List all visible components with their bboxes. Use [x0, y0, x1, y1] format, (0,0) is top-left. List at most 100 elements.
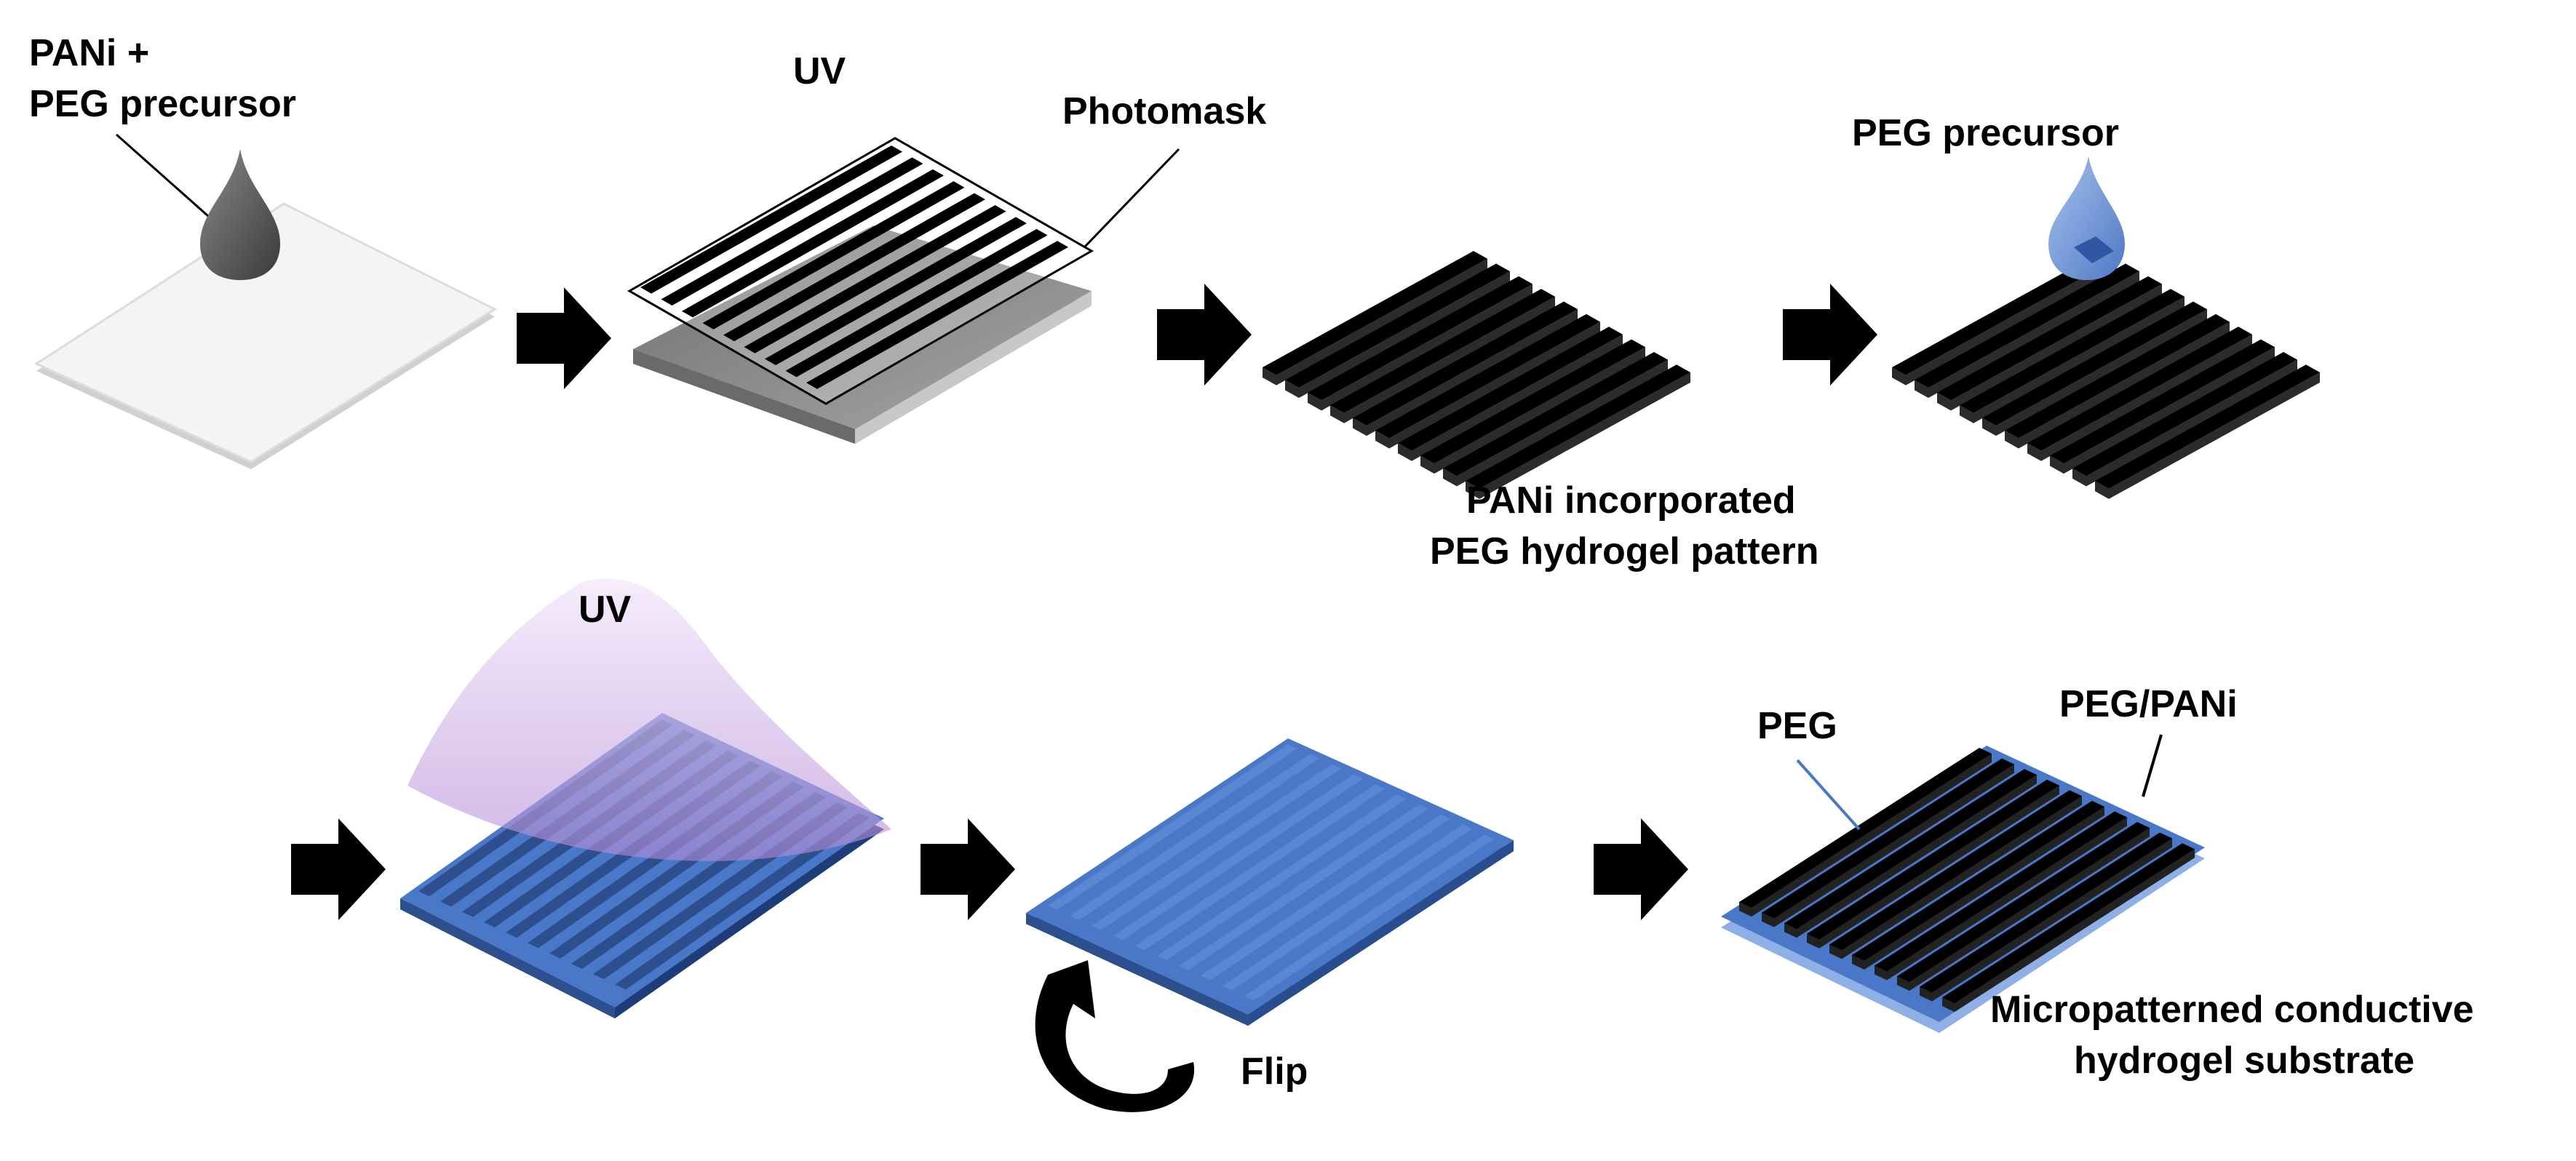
uv-cone: [408, 578, 891, 861]
arrow-right-icon: [517, 287, 611, 389]
hydrogel-bar: [2095, 364, 2320, 489]
hydrogel-bar-side: [1308, 392, 1321, 411]
hydrogel-bar-front: [2041, 334, 2252, 461]
peg-pani-bar-front: [1955, 849, 2195, 1013]
flipped-stripe: [1157, 794, 1407, 960]
hydrogel-bar: [2027, 327, 2252, 451]
hidden-stripes: [1048, 744, 1494, 1001]
undefined: [661, 157, 923, 306]
peg-pani-bar: [1875, 811, 2127, 972]
hydrogel-bar-front: [1389, 322, 1600, 449]
peg-pani-bar-side: [1784, 923, 1797, 938]
flipped-stripe: [1179, 804, 1428, 970]
hydrogel-bar-front: [2064, 347, 2275, 474]
hydrogel-bar-side: [1915, 380, 1928, 398]
hydrogel-bar: [1443, 351, 1668, 476]
hydrogel-bar-side: [2072, 468, 2086, 487]
hydrogel-bar-front: [1457, 359, 1668, 487]
peg-pani-bar: [1852, 800, 2104, 961]
hydrogel-bar: [1375, 314, 1600, 439]
hydrogel-bar-side: [1466, 481, 1479, 499]
hydrogel-bar: [1353, 301, 1578, 426]
undefined: [765, 217, 1027, 365]
undefined: [785, 228, 1048, 378]
hydrogel-bar-front: [1344, 296, 1555, 423]
hydrogel-bar-front: [1434, 347, 1645, 474]
hydrogel-bar-front: [1951, 284, 2162, 411]
undefined: [702, 181, 965, 330]
peg-pani-bar-side: [1875, 965, 1887, 981]
hydrogel-bar: [2005, 314, 2230, 439]
arrow-right-icon: [1783, 284, 1877, 386]
hydrogel-bar-side: [1353, 418, 1367, 436]
step7-final-substrate: [1721, 746, 2205, 1033]
pani-peg-label-line1: PANi +: [29, 32, 149, 74]
peg-pani-bar-front: [1932, 838, 2172, 1002]
undefined: [640, 145, 902, 294]
flipped-stripe: [1113, 774, 1363, 941]
peg-pani-bar-front: [1797, 775, 2037, 938]
step1-substrate: [33, 202, 498, 469]
hydrogel-bar: [1937, 276, 2162, 401]
hydrogel-bar-front: [1321, 284, 1533, 411]
peg-label: PEG: [1757, 705, 1837, 747]
flipped-stripe: [1048, 744, 1297, 910]
embedded-stripe: [615, 813, 870, 990]
hydrogel-bar-side: [2027, 443, 2041, 461]
hydrogel-bar-side: [1443, 468, 1457, 487]
hydrogel-bar-side: [2095, 481, 2109, 499]
uv-bottom-label: UV: [579, 589, 632, 631]
hydrogel-bar-side: [2050, 455, 2064, 474]
peg-pani-label: PEG/PANi: [2059, 683, 2238, 725]
hydrogel-bar-front: [1412, 334, 1623, 461]
hydrogel-bar-side: [1375, 430, 1389, 449]
hydrogel-bar-side: [1263, 367, 1276, 386]
hydrogel-bar-side: [1398, 443, 1412, 461]
hydrogel-bar: [1892, 251, 2117, 375]
hydrogel-bar-side: [1892, 367, 1906, 386]
hydrogel-bar-side: [1420, 455, 1434, 474]
peg-pani-bar-front: [1864, 806, 2104, 970]
flipped-stripe: [1135, 784, 1385, 951]
peg-pani-bar-side: [1829, 944, 1842, 959]
peg-pani-bar-side: [1762, 912, 1774, 927]
peg-pani-bar-side: [1897, 976, 1909, 991]
hydrogel-bar: [1263, 251, 1487, 375]
final-label-line2: hydrogel substrate: [2074, 1040, 2414, 1082]
flipped-stripe: [1092, 764, 1341, 930]
hydrogel-bar-front: [1973, 296, 2185, 423]
photomask-label: Photomask: [1062, 90, 1266, 132]
flip-label: Flip: [1241, 1050, 1308, 1093]
peg-pani-bar-side: [1920, 986, 1932, 1002]
peg-pani-bar: [1897, 821, 2150, 982]
peg-drop-cube: [2074, 236, 2114, 263]
pani-peg-label-line2: PEG precursor: [29, 83, 296, 125]
final-label-line1: Micropatterned conductive: [1990, 989, 2474, 1031]
uv-top-label: UV: [793, 50, 846, 92]
hydrogel-bar-front: [1479, 372, 1690, 499]
peg-pani-bar-side: [1942, 997, 1955, 1013]
peg-pani-bar-front: [1909, 827, 2150, 991]
flipped-stripe: [1070, 754, 1319, 920]
undefined: [682, 169, 944, 318]
peg-pani-leader-line: [2142, 734, 2163, 797]
peg-pani-bar-side: [1739, 902, 1752, 917]
peg-pani-bar: [1762, 758, 2014, 919]
peg-pani-bar: [1739, 748, 1992, 908]
hydrogel-bar-side: [2005, 430, 2019, 449]
hydrogel-bar-front: [1928, 271, 2139, 398]
peg-pani-bar: [1829, 790, 2082, 951]
hydrogel-bar: [1960, 289, 2185, 413]
hydrogel-bar: [2072, 351, 2297, 476]
flip-arrow-icon: [1035, 960, 1195, 1112]
peg-pani-bar: [1807, 779, 2059, 940]
peg-precursor-drop-icon: [2048, 156, 2125, 280]
peg-pani-bar-front: [1752, 753, 1992, 917]
arrow-right-icon: [1157, 284, 1252, 386]
undefined: [806, 241, 1068, 389]
drop-leader-line: [116, 133, 215, 223]
peg-pani-bar-front: [1842, 796, 2082, 959]
peg-pani-bar: [1920, 832, 2172, 993]
peg-pani-bar-front: [1887, 817, 2127, 981]
hydrogel-bar: [1420, 339, 1645, 464]
